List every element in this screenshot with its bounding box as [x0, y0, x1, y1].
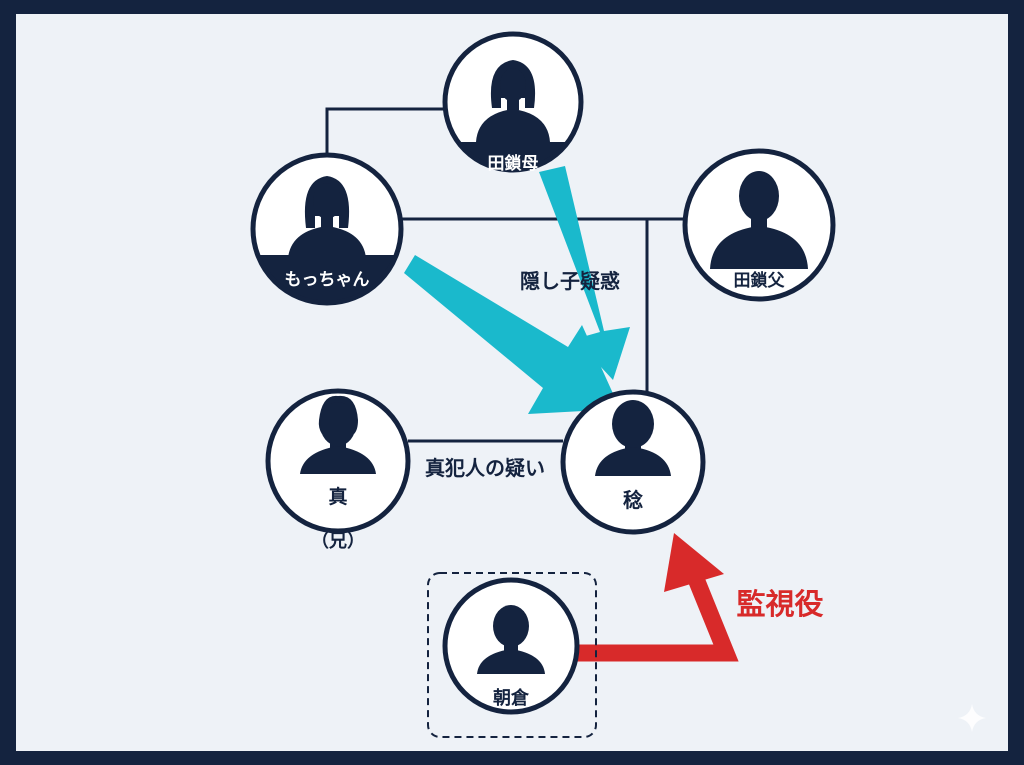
- node-minoru: 稔: [560, 389, 706, 535]
- edge-label-true-culprit: 真犯人の疑い: [425, 456, 545, 480]
- node-mocchan: もっちゃん: [250, 152, 404, 306]
- node-asakura: 朝倉: [442, 577, 580, 715]
- sparkle-icon: [958, 704, 986, 732]
- node-tagusari-mother: 田鎖母: [442, 31, 584, 174]
- female-silhouette-icon: [476, 60, 550, 142]
- node-label: もっちゃん: [285, 270, 370, 290]
- node-label: 真: [328, 485, 347, 508]
- red-arrow-head: [664, 533, 724, 592]
- arrow-mother-to-minoru: [539, 166, 630, 380]
- cyan-arrows: [404, 166, 630, 414]
- male-silhouette-icon: [710, 171, 808, 269]
- red-arrow: [576, 533, 739, 662]
- node-tagusari-father: 田鎖父: [682, 148, 836, 302]
- female-silhouette-icon: [288, 176, 366, 258]
- relationship-diagram: 田鎖母 もっちゃん 田鎖父: [250, 31, 986, 738]
- diagram-canvas: 田鎖母 もっちゃん 田鎖父: [16, 14, 1008, 751]
- edge-label-hidden-child: 隠し子疑惑: [520, 269, 620, 293]
- node-makoto: 真: [265, 388, 411, 534]
- arrow-mocchan-to-minoru: [404, 255, 620, 414]
- node-label: 稔: [623, 488, 643, 512]
- line-mocchan-mother: [325, 107, 445, 155]
- arrow-asakura-to-minoru: [576, 575, 739, 662]
- asakura-dashed-box: [427, 572, 597, 738]
- edge-label-monitor-role: 監視役: [736, 587, 823, 621]
- node-label: 朝倉: [493, 687, 530, 709]
- node-sublabel-makoto: （兄）: [311, 531, 365, 552]
- male-silhouette-icon: [595, 400, 671, 476]
- connector-lines: [325, 107, 685, 443]
- node-label: 田鎖母: [488, 153, 539, 174]
- male-silhouette-icon: [477, 605, 545, 674]
- male-silhouette-icon: [300, 395, 376, 474]
- node-label: 田鎖父: [734, 270, 786, 291]
